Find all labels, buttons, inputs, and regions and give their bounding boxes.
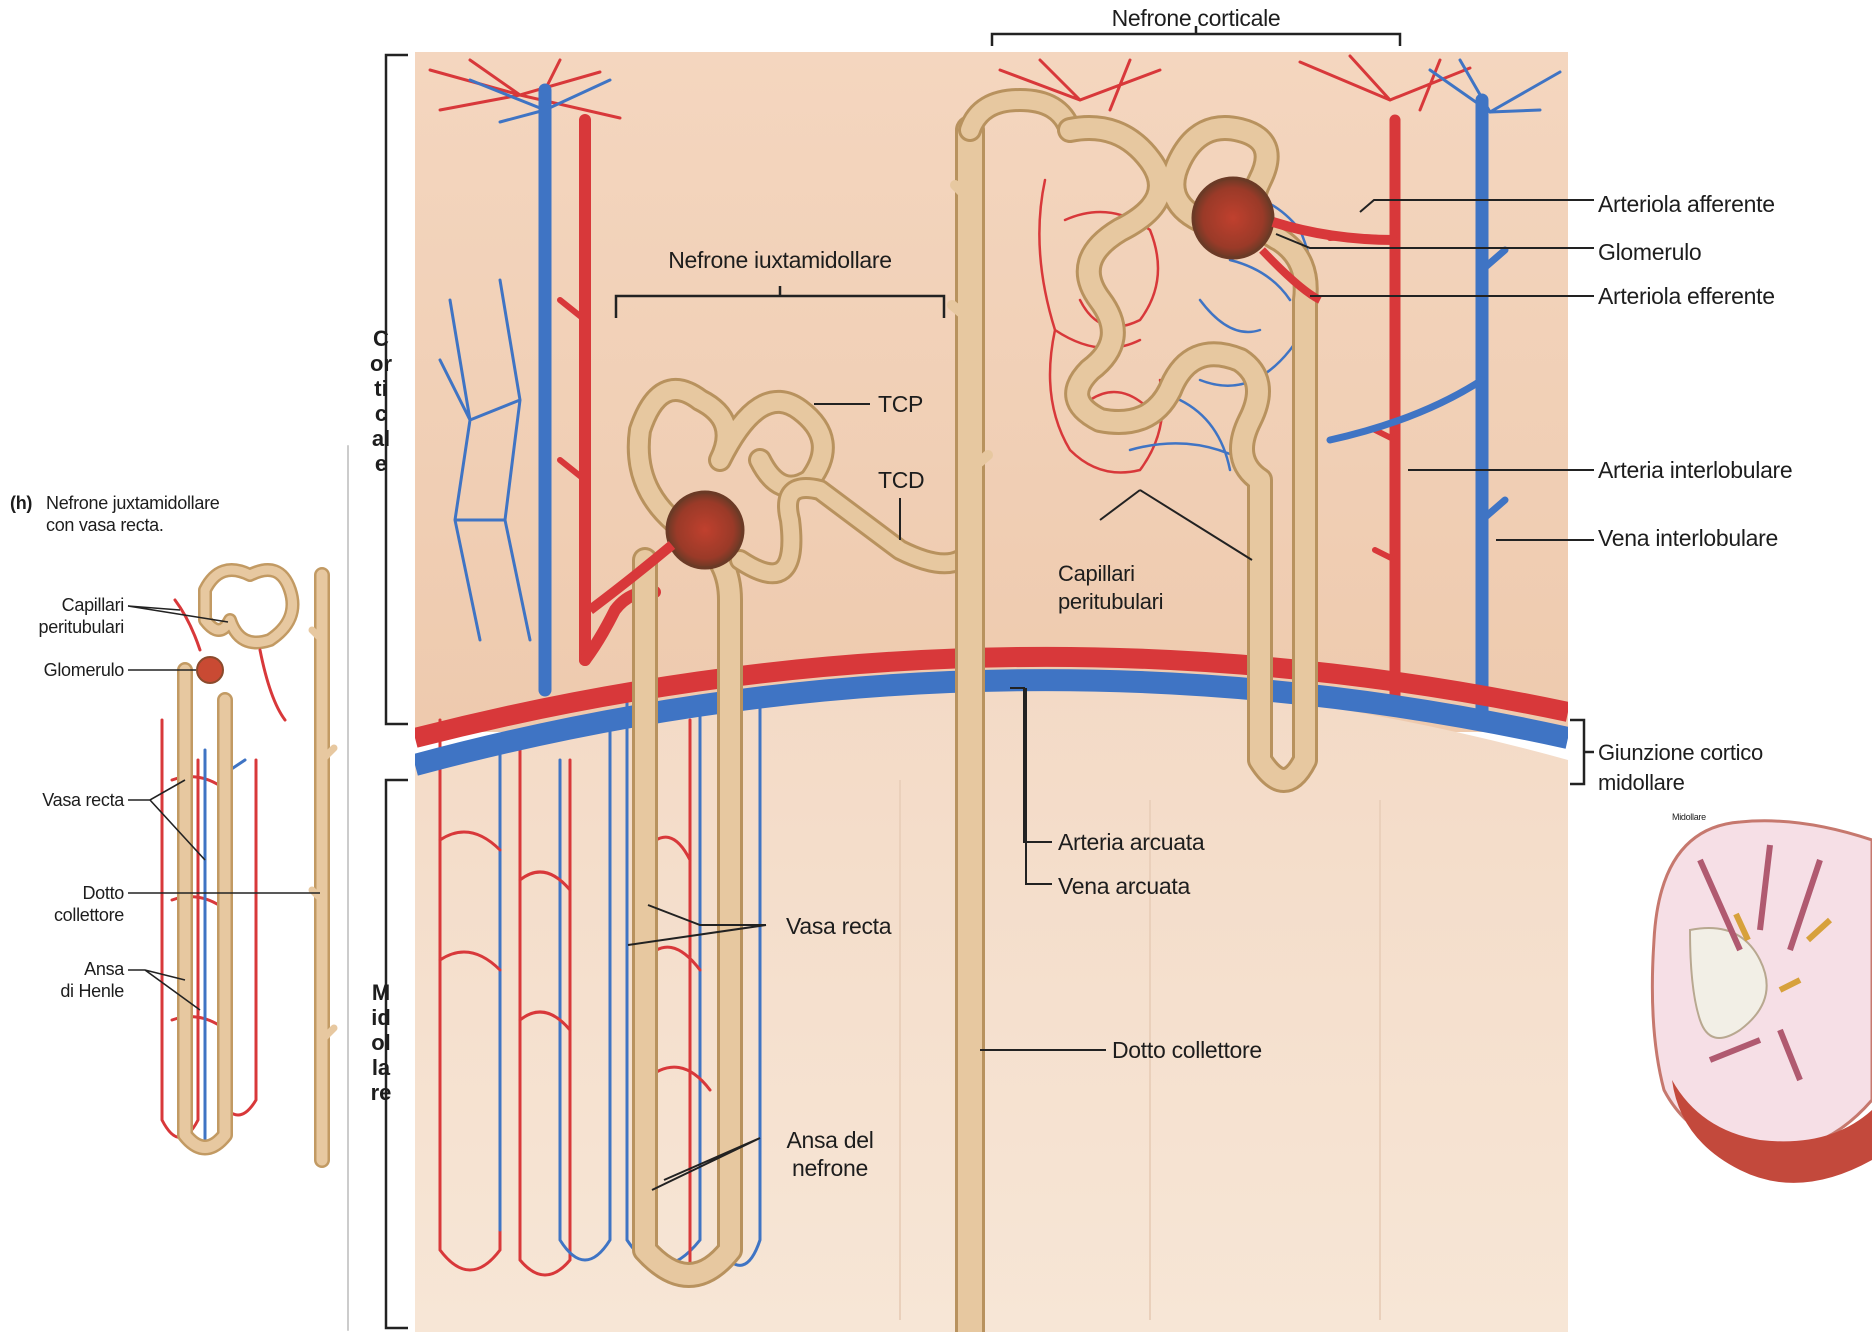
kidney-label: Midollare — [1672, 812, 1706, 823]
tcp-label: TCP — [878, 390, 923, 418]
medulla-region — [415, 680, 1568, 1332]
tcd-label: TCD — [878, 466, 924, 494]
cortical-nephron-title: Nefrone corticale — [1096, 4, 1296, 32]
inset-glomerulus — [197, 657, 223, 683]
main-panel — [415, 52, 1568, 1332]
arcuate-vein-label: Vena arcuata — [1058, 872, 1190, 900]
junction-bracket — [1570, 720, 1594, 784]
inset-vasa-recta-label: Vasa recta — [0, 789, 124, 811]
interlobular-vein-label: Vena interlobulare — [1598, 524, 1778, 552]
interlobular-artery-label: Arteria interlobulare — [1598, 456, 1792, 484]
loop-label: Ansa del nefrone — [770, 1126, 890, 1182]
inset-caption: Nefrone juxtamidollare con vasa recta. — [46, 492, 220, 536]
peritubular-label: Capillari peritubulari — [1058, 560, 1163, 616]
inset-glomerulus-label: Glomerulo — [0, 659, 124, 681]
inset-peritubular-label: Capillari peritubulari — [0, 594, 124, 638]
juxta-title: Nefrone iuxtamidollare — [630, 246, 930, 274]
midollare-label: Midollare — [370, 980, 392, 1105]
inset-duct-label: Dotto collettore — [0, 882, 124, 926]
juxta-glomerulus — [667, 492, 743, 568]
cortical-glomerulus — [1193, 178, 1273, 258]
afferent-label: Arteriola afferente — [1598, 190, 1775, 218]
kidney-thumbnail — [1652, 821, 1872, 1183]
glomerulus-label: Glomerulo — [1598, 238, 1701, 266]
inset-henle-label: Ansa di Henle — [0, 958, 124, 1002]
inset-tag: (h) — [10, 492, 32, 514]
juxta-vasa-recta-label: Vasa recta — [786, 912, 891, 940]
collecting-duct-label: Dotto collettore — [1112, 1036, 1262, 1064]
junction-label: Giunzione cortico midollare — [1598, 738, 1763, 798]
arcuate-artery-label: Arteria arcuata — [1058, 828, 1204, 856]
inset-nephron — [162, 446, 348, 1330]
corticale-label: Corticale — [370, 326, 392, 476]
efferent-label: Arteriola efferente — [1598, 282, 1775, 310]
